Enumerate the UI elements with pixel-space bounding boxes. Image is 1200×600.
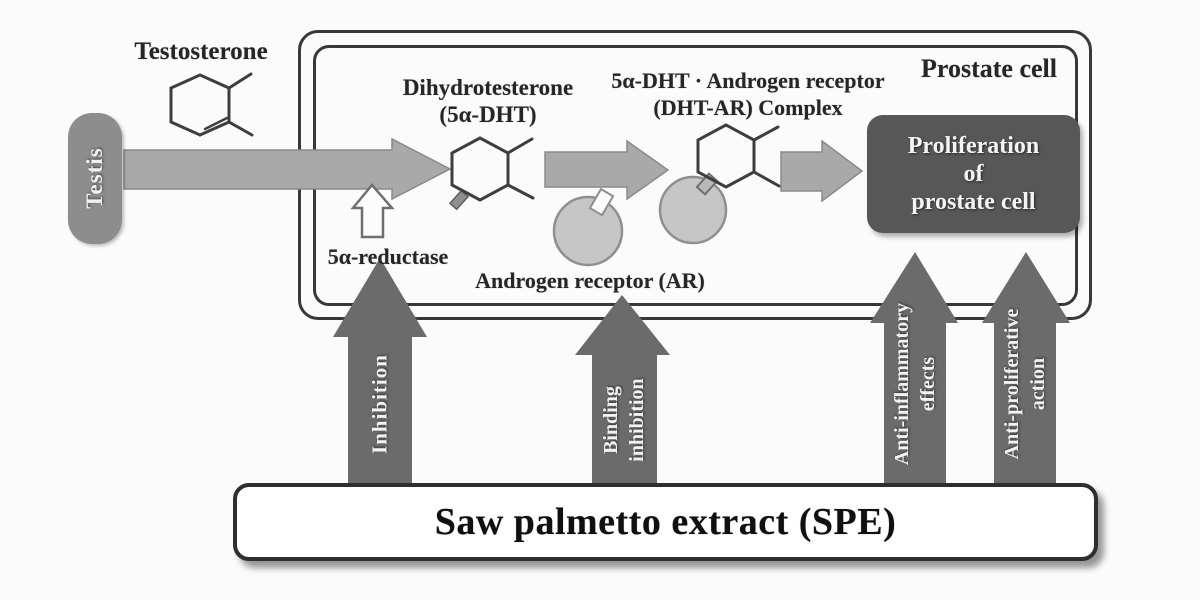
binding-inhibition-label-line2: inhibition bbox=[626, 378, 648, 462]
proliferation-node: Proliferation of prostate cell bbox=[867, 115, 1080, 233]
anti-inflammatory-label-line2: effects bbox=[917, 356, 939, 412]
dht-bond-stub bbox=[448, 189, 470, 211]
anti-inflammatory-label-line1: Anti-inflammatory bbox=[891, 302, 913, 466]
dht-ar-complex-label-line1: 5α-DHT · Androgen receptor bbox=[611, 68, 885, 93]
androgen-receptor-label: Androgen receptor (AR) bbox=[475, 268, 705, 293]
testis-label: Testis bbox=[82, 147, 107, 209]
flow-arrow-testis-to-dht bbox=[123, 137, 452, 201]
dihydrotestosterone-label: Dihydrotesterone (5α-DHT) bbox=[403, 74, 573, 128]
anti-proliferative-arrow bbox=[982, 252, 1070, 483]
anti-proliferative-label-line1: Anti-proliferative bbox=[1001, 308, 1023, 460]
anti-inflammatory-arrow-label: Anti-inflammatory effects bbox=[889, 303, 941, 465]
dihydrotestosterone-label-line2: (5α-DHT) bbox=[439, 102, 537, 127]
testis-node bbox=[68, 113, 122, 244]
testosterone-structure bbox=[169, 72, 254, 137]
proliferation-label-line1: Proliferation bbox=[907, 133, 1040, 159]
spe-label: Saw palmetto extract (SPE) bbox=[434, 501, 897, 543]
flow-arrow-complex-to-proliferation bbox=[780, 139, 864, 203]
inhibition-arrow bbox=[333, 258, 427, 483]
prostate-cell-label: Prostate cell bbox=[921, 54, 1057, 83]
binding-inhibition-arrow bbox=[575, 295, 670, 483]
proliferation-label-line2: of bbox=[963, 161, 984, 187]
inhibition-arrow-label: Inhibition bbox=[367, 354, 392, 454]
dht-ar-complex-label: 5α-DHT · Androgen receptor (DHT-AR) Comp… bbox=[611, 67, 884, 121]
receptor-binding-notch bbox=[588, 187, 615, 217]
complex-receptor-shape bbox=[658, 175, 728, 245]
flow-arrow-dht-to-complex bbox=[544, 139, 670, 201]
proliferation-label-line3: prostate cell bbox=[911, 189, 1036, 215]
reductase-label: 5α-reductase bbox=[327, 244, 449, 269]
binding-inhibition-label-line1: Binding bbox=[600, 386, 622, 454]
anti-proliferative-arrow-label: Anti-proliferative action bbox=[999, 309, 1051, 460]
spe-node: Saw palmetto extract (SPE) bbox=[233, 483, 1098, 561]
binding-inhibition-arrow-label: Binding inhibition bbox=[598, 378, 650, 461]
anti-proliferative-label-line2: action bbox=[1027, 357, 1049, 411]
dht-ar-complex-label-line2: (DHT-AR) Complex bbox=[653, 95, 843, 120]
androgen-receptor-shape bbox=[552, 195, 624, 267]
complex-dht-structure bbox=[696, 123, 781, 189]
dihydrotestosterone-label-line1: Dihydrotesterone bbox=[402, 75, 574, 100]
reductase-hollow-arrow bbox=[350, 183, 395, 239]
anti-inflammatory-arrow bbox=[870, 252, 958, 483]
testosterone-label: Testosterone bbox=[134, 38, 268, 65]
dht-structure bbox=[450, 136, 535, 202]
